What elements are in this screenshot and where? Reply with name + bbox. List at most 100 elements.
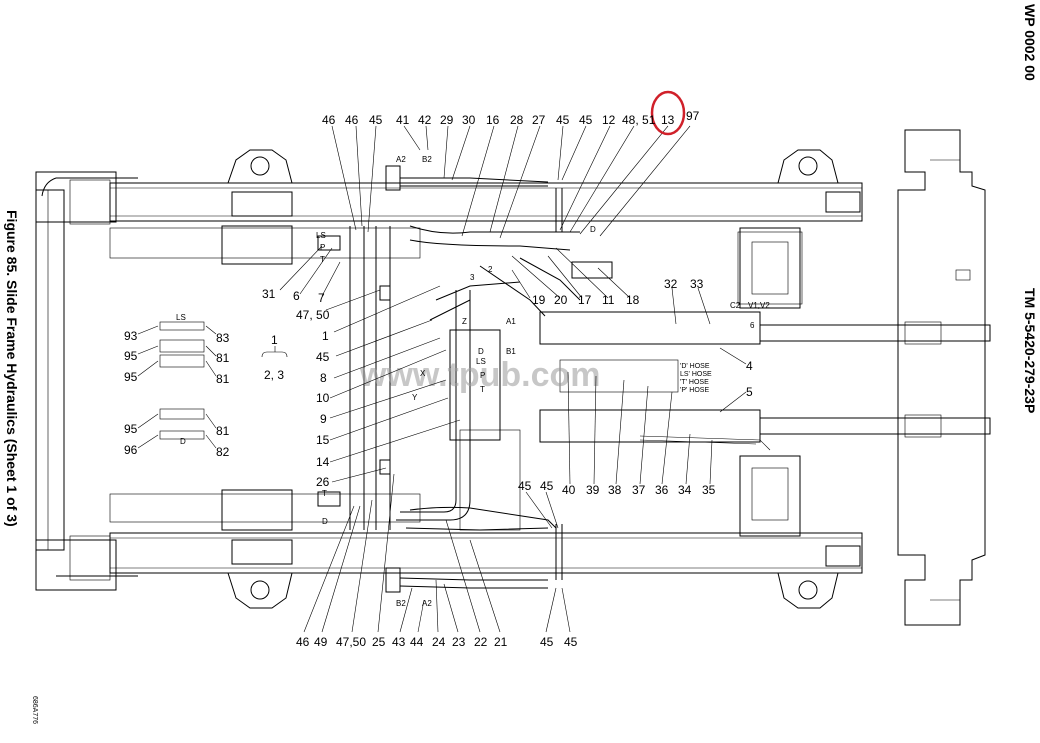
callout: 81 (216, 424, 230, 438)
callout: 46 (345, 113, 359, 127)
port-label: 3 (470, 273, 475, 282)
callout: 37 (632, 483, 646, 497)
callout: 17 (578, 293, 592, 307)
watermark: www.tpub.com (359, 356, 601, 394)
callout: 5 (746, 385, 753, 399)
leader-lines (137, 125, 747, 633)
port-label: T (480, 385, 485, 394)
port-label: B2 (422, 155, 432, 164)
port-label: 6 (750, 321, 755, 330)
port-label: A1 (506, 317, 516, 326)
callout: 27 (532, 113, 546, 127)
callout: 15 (316, 433, 330, 447)
port-label: B2 (396, 599, 406, 608)
callout: 18 (626, 293, 640, 307)
callout: 22 (474, 635, 488, 649)
port-labels: LS P T A2 B2 A1 B1 Z D X Y C2 V1,V2 D B2… (176, 155, 770, 608)
port-label: Z (462, 317, 467, 326)
callout: 42 (418, 113, 432, 127)
bottom-callouts: 46 49 47,50 25 43 44 24 23 22 21 45 45 4… (296, 479, 578, 649)
callout: 33 (690, 277, 704, 291)
callout: 21 (494, 635, 508, 649)
callout: 19 (532, 293, 546, 307)
port-label: C2 (730, 301, 741, 310)
callout: 9 (320, 412, 327, 426)
callout: 29 (440, 113, 454, 127)
callout: 47,50 (336, 635, 366, 649)
hose-label: 'T' HOSE (680, 379, 709, 386)
callout: 49 (314, 635, 328, 649)
frame-structure (35, 129, 991, 626)
port-label: LS (316, 231, 326, 240)
reference-fittings (159, 321, 288, 440)
port-label: V1,V2 (748, 301, 770, 310)
callout: 46 (296, 635, 310, 649)
top-callouts: 46 46 45 41 42 29 30 16 28 27 45 45 12 4… (322, 109, 700, 127)
callout: 24 (432, 635, 446, 649)
callout: 31 (262, 287, 276, 301)
callout: 45 (540, 635, 554, 649)
callout: 35 (702, 483, 716, 497)
callout: 45 (556, 113, 570, 127)
callout: 95 (124, 349, 138, 363)
hose-labels: 'D' HOSE LS' HOSE 'T' HOSE 'P' HOSE (680, 363, 712, 394)
callout: 4 (746, 359, 753, 373)
callout: 40 (562, 483, 576, 497)
port-label: A2 (396, 155, 406, 164)
callout: 45 (518, 479, 532, 493)
callout: 81 (216, 351, 230, 365)
reference-callouts: 93 95 95 95 96 83 81 81 81 82 1 2, 3 (124, 329, 284, 459)
callout: 39 (586, 483, 600, 497)
callout: 26 (316, 475, 330, 489)
port-label: T (322, 489, 327, 498)
callout: 25 (372, 635, 386, 649)
port-label: D (180, 437, 186, 446)
callout: 93 (124, 329, 138, 343)
port-label: D (322, 517, 328, 526)
callout: 81 (216, 372, 230, 386)
callout: 7 (318, 291, 325, 305)
callout: 32 (664, 277, 678, 291)
port-label: D (478, 347, 484, 356)
callout: 23 (452, 635, 466, 649)
callout: 83 (216, 331, 230, 345)
port-label: P (320, 243, 325, 252)
callout: 41 (396, 113, 410, 127)
callout: 45 (540, 479, 554, 493)
callout: 97 (686, 109, 700, 123)
port-label: Y (412, 393, 418, 402)
port-label: LS (476, 357, 486, 366)
port-label: D (590, 225, 596, 234)
hose-label: 'D' HOSE (680, 363, 710, 370)
callout: 14 (316, 455, 330, 469)
callout-highlighted: 13 (661, 113, 675, 127)
callout: 20 (554, 293, 568, 307)
hose-label: 'P' HOSE (680, 387, 709, 394)
callout: 36 (655, 483, 669, 497)
callout: 38 (608, 483, 622, 497)
port-label: X (420, 369, 426, 378)
callout: 48, 51 (622, 113, 656, 127)
port-label: 2 (488, 265, 493, 274)
callout: 95 (124, 422, 138, 436)
callout: 45 (369, 113, 383, 127)
callout: 10 (316, 391, 330, 405)
callout: 96 (124, 443, 138, 457)
callout: 43 (392, 635, 406, 649)
port-label: B1 (506, 347, 516, 356)
port-label: P (480, 371, 485, 380)
callout: 16 (486, 113, 500, 127)
callout: 46 (322, 113, 336, 127)
port-label: A2 (422, 599, 432, 608)
port-label: LS (176, 313, 186, 322)
callout: 12 (602, 113, 616, 127)
port-label: T (320, 255, 325, 264)
callout: 34 (678, 483, 692, 497)
callout: 8 (320, 371, 327, 385)
callout: 95 (124, 370, 138, 384)
callout: 82 (216, 445, 230, 459)
mid-callouts: 19 20 17 11 18 32 33 4 5 40 39 38 37 36 … (532, 277, 753, 497)
callout: 47, 50 (296, 308, 330, 322)
